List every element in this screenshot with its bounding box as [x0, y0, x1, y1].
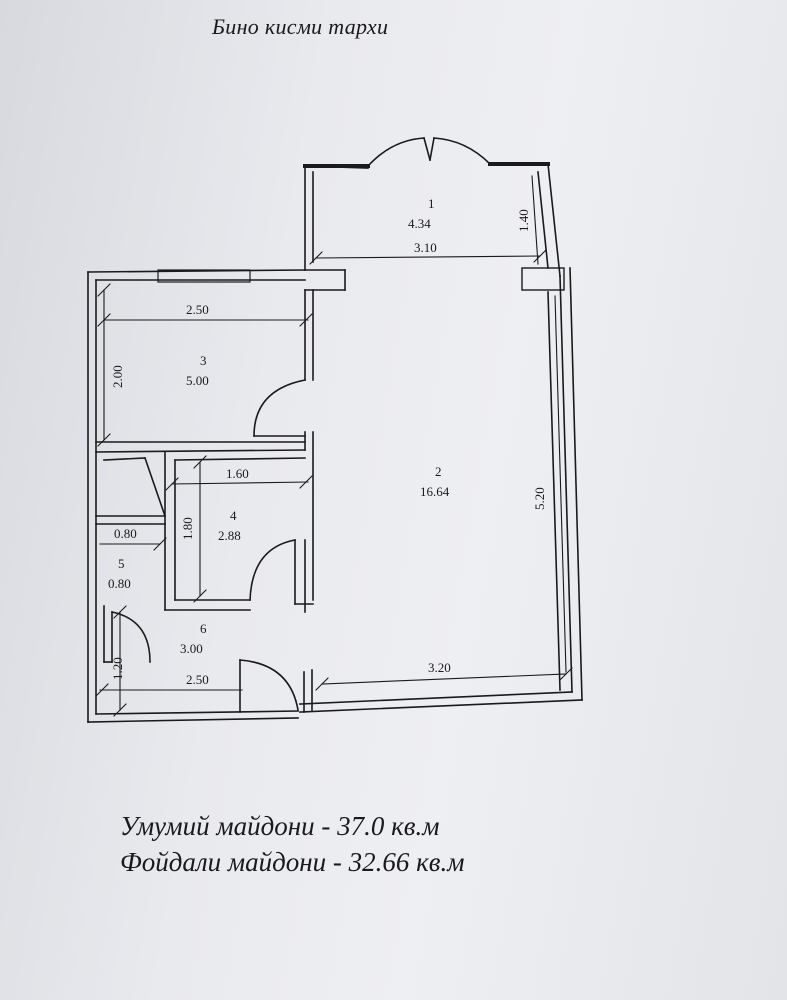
outer-walls [87, 267, 583, 723]
room-3-area: 5.00 [186, 373, 209, 388]
total-area-text: Умумий майдони - 37.0 кв.м [120, 811, 440, 841]
room-labels: 1 4.34 2 16.64 3 5.00 4 2.88 5 0.80 6 3.… [108, 196, 450, 656]
room-5-area: 0.80 [108, 576, 131, 591]
balcony-depth-label: 1.40 [516, 209, 531, 232]
dimension-labels: 3.10 1.40 5.20 3.20 2.50 2.00 1.60 1.80 … [110, 209, 547, 687]
hall-width-label: 2.50 [186, 672, 209, 687]
room3-depth-label: 2.00 [110, 365, 125, 388]
room-6-number: 6 [200, 621, 207, 636]
useful-area-text: Фойдали майдони - 32.66 кв.м [120, 847, 465, 877]
room-6-area: 3.00 [180, 641, 203, 656]
hall-depth-label: 1.20 [110, 657, 125, 680]
balcony-width-label: 3.10 [414, 240, 437, 255]
room2-depth-label: 5.20 [532, 487, 547, 510]
room-1-area: 4.34 [408, 216, 431, 231]
room2-width-label: 3.20 [428, 660, 451, 675]
room-4-number: 4 [230, 508, 237, 523]
room4-width-label: 1.60 [226, 466, 249, 481]
dimension-lines [95, 175, 573, 717]
plan-title: Бино кисми тархи [212, 14, 389, 39]
room-1-number: 1 [428, 196, 435, 211]
room-2-area: 16.64 [420, 484, 450, 499]
room4-depth-label: 1.80 [180, 517, 195, 540]
area-summary: Умумий майдони - 37.0 кв.м Фойдали майдо… [120, 808, 465, 880]
room-3-number: 3 [200, 353, 207, 368]
interior-walls [95, 289, 314, 713]
room3-width-label: 2.50 [186, 302, 209, 317]
room-4-area: 2.88 [218, 528, 241, 543]
room-5-number: 5 [118, 556, 125, 571]
room5-width-label: 0.80 [114, 526, 137, 541]
balcony-walls [303, 137, 561, 277]
room-2-number: 2 [435, 464, 442, 479]
